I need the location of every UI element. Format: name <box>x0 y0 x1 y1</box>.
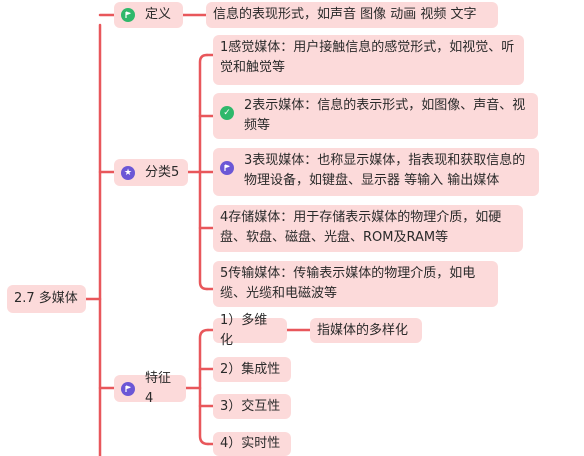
flag-icon <box>121 381 135 396</box>
classification-item-3-text: 3表现媒体：也称显示媒体，指表现和获取信息的物理设备，如键盘、显示器 等输入 输… <box>244 153 526 188</box>
definition-text-node[interactable]: 信息的表现形式，如声音 图像 动画 视频 文字 <box>206 2 498 28</box>
definition-label: 定义 <box>145 7 172 22</box>
classification-item-2[interactable]: ✓ 2表示媒体：信息的表示形式，如图像、声音、视频等 <box>213 93 538 139</box>
classification-item-1-text: 1感觉媒体：用户接触信息的感觉形式，如视觉、听觉和触觉等 <box>220 40 515 75</box>
features-spine <box>198 328 210 446</box>
features-item-1-detail[interactable]: 指媒体的多样化 <box>310 318 422 343</box>
features-item-1-label: 1）多维化 <box>220 312 268 348</box>
features-item-2[interactable]: 2）集成性 <box>213 357 291 382</box>
features-item-3[interactable]: 3）交互性 <box>213 394 291 419</box>
features-item-4-label: 4）实时性 <box>220 436 281 451</box>
classification-label: 分类5 <box>145 164 180 180</box>
check-icon: ✓ <box>220 106 234 120</box>
features-node[interactable]: 特征4 <box>114 371 186 406</box>
flag-icon <box>121 8 135 22</box>
classification-item-5-text: 5传输媒体：传输表示媒体的物理介质，如电缆、光缆和电磁波等 <box>220 266 476 301</box>
definition-node[interactable]: 定义 <box>114 2 183 28</box>
features-label: 特征4 <box>145 370 172 406</box>
classification-item-3[interactable]: 3表现媒体：也称显示媒体，指表现和获取信息的物理设备，如键盘、显示器 等输入 输… <box>213 148 539 196</box>
classification-item-1[interactable]: 1感觉媒体：用户接触信息的感觉形式，如视觉、听觉和触觉等 <box>213 35 524 85</box>
classification-item-5[interactable]: 5传输媒体：传输表示媒体的物理介质，如电缆、光缆和电磁波等 <box>213 261 498 307</box>
star-icon: ★ <box>121 165 135 180</box>
classification-node[interactable]: ★ 分类5 <box>114 159 188 186</box>
features-item-3-label: 3）交互性 <box>220 398 281 414</box>
classification-item-4-text: 4存储媒体：用于存储表示媒体的物理介质，如硬盘、软盘、磁盘、光盘、ROM及RAM… <box>220 210 502 245</box>
flag-icon <box>220 161 234 175</box>
root-label: 2.7 多媒体 <box>14 291 78 306</box>
root-node[interactable]: 2.7 多媒体 <box>7 285 86 313</box>
classification-item-2-text: 2表示媒体：信息的表示形式，如图像、声音、视频等 <box>244 98 526 133</box>
features-item-4[interactable]: 4）实时性 <box>213 432 291 456</box>
features-item-1[interactable]: 1）多维化 <box>213 313 287 348</box>
definition-text: 信息的表现形式，如声音 图像 动画 视频 文字 <box>213 7 477 22</box>
features-item-1-detail-text: 指媒体的多样化 <box>317 322 409 338</box>
features-item-2-label: 2）集成性 <box>220 361 281 377</box>
classification-item-4[interactable]: 4存储媒体：用于存储表示媒体的物理介质，如硬盘、软盘、磁盘、光盘、ROM及RAM… <box>213 205 523 252</box>
